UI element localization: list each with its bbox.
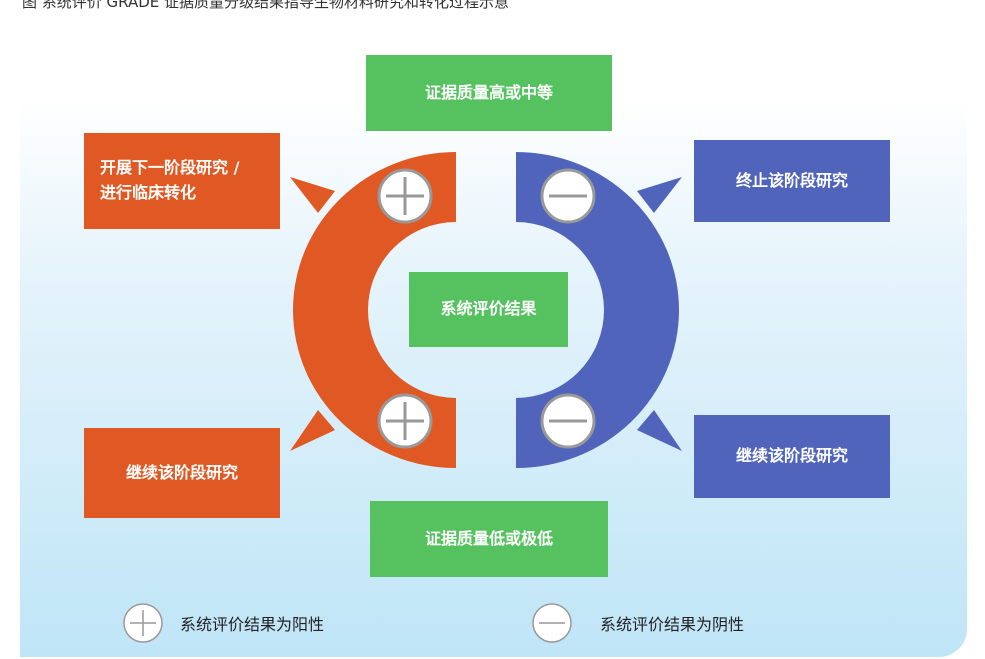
plus-icon — [377, 168, 433, 224]
minus-icon — [540, 393, 596, 449]
minus-icon — [540, 168, 596, 224]
figure-caption: 图 系统评价 GRADE 证据质量分级结果指导生物材料研究和转化过程示意 — [22, 0, 510, 11]
arrow-to-left-bottom — [290, 410, 335, 451]
arrow-to-right-top — [637, 177, 682, 213]
positive-half-ring — [293, 152, 456, 468]
continue-stage-positive-box: 继续该阶段研究 — [84, 428, 280, 518]
arrow-to-right-bottom — [637, 410, 682, 451]
legend-negative-label: 系统评价结果为阴性 — [600, 615, 745, 634]
quality-low-box: 证据质量低或极低 — [370, 501, 608, 577]
legend-plus-icon — [123, 603, 163, 643]
quality-high-box: 证据质量高或中等 — [366, 55, 612, 131]
next-stage-text: 开展下一阶段研究 / 进行临床转化 — [100, 156, 239, 206]
legend-positive-label: 系统评价结果为阳性 — [180, 615, 325, 634]
legend-minus-icon — [532, 603, 572, 643]
plus-icon — [377, 393, 433, 449]
terminate-stage-box: 终止该阶段研究 — [694, 140, 890, 222]
negative-half-ring — [516, 152, 679, 468]
next-stage-line1: 开展下一阶段研究 / — [100, 158, 240, 178]
next-stage-box: 开展下一阶段研究 / 进行临床转化 — [84, 133, 280, 229]
arrow-to-left-top — [290, 177, 335, 213]
continue-stage-negative-box: 继续该阶段研究 — [694, 415, 890, 498]
next-stage-line2: 进行临床转化 — [100, 183, 197, 202]
center-result-box: 系统评价结果 — [409, 272, 568, 347]
